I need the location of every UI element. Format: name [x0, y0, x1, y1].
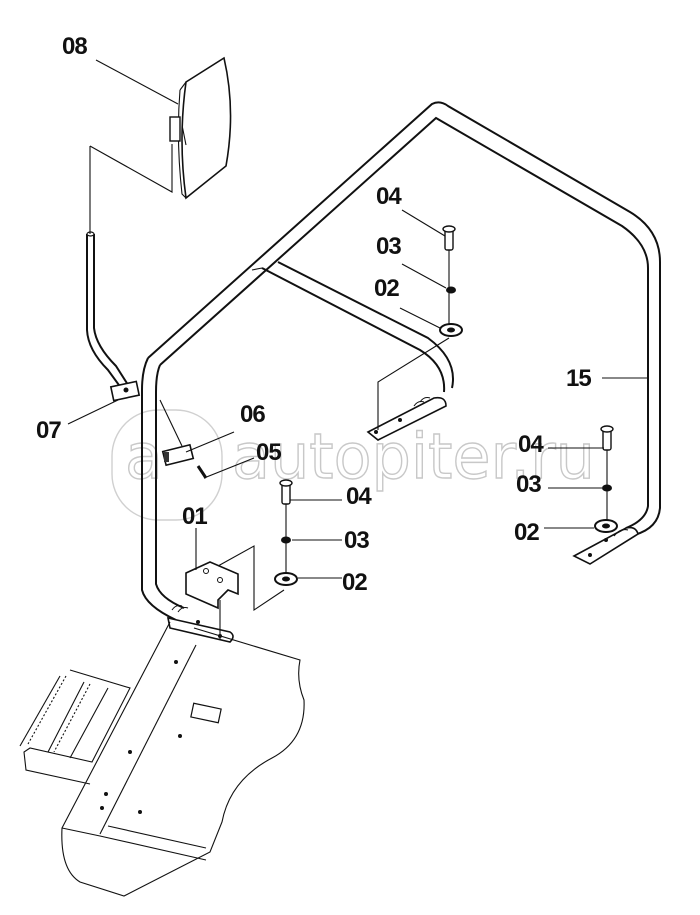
- callout-02-left: 02: [342, 569, 367, 596]
- fastener-stack-left: [274, 479, 298, 586]
- callout-02-right: 02: [514, 519, 539, 546]
- callout-03-right: 03: [516, 471, 541, 498]
- callout-07: 07: [36, 417, 61, 444]
- callout-06: 06: [240, 401, 265, 428]
- watermark-logo-frame: [111, 409, 223, 521]
- callout-15: 15: [566, 365, 591, 392]
- callout-03-center: 03: [376, 233, 401, 260]
- callout-08: 08: [62, 33, 87, 60]
- screw-05: [196, 465, 208, 479]
- callout-labels: 08 07 06 05 04 03 02 15 04 03 02 04 03 0…: [36, 33, 592, 596]
- callout-04-center: 04: [376, 183, 402, 210]
- clamp-06: [161, 443, 195, 467]
- rod-clamp-07: [109, 380, 141, 402]
- callout-05: 05: [256, 439, 281, 466]
- mounting-bracket-01: [185, 561, 239, 610]
- watermark-logo-glyph: a: [125, 420, 163, 493]
- mirror-08: [169, 56, 232, 200]
- callout-03-left: 03: [344, 527, 369, 554]
- mirror-rod: [86, 231, 131, 393]
- callout-04-left: 04: [346, 483, 372, 510]
- leader-lines: [67, 59, 648, 640]
- fastener-stack-center: [439, 225, 463, 337]
- callout-02-center: 02: [374, 275, 399, 302]
- callout-01: 01: [182, 503, 207, 530]
- cab-body: [19, 621, 305, 897]
- handrail-15: [141, 101, 661, 643]
- callout-04-right: 04: [518, 431, 544, 458]
- fastener-stack-right: [594, 425, 618, 533]
